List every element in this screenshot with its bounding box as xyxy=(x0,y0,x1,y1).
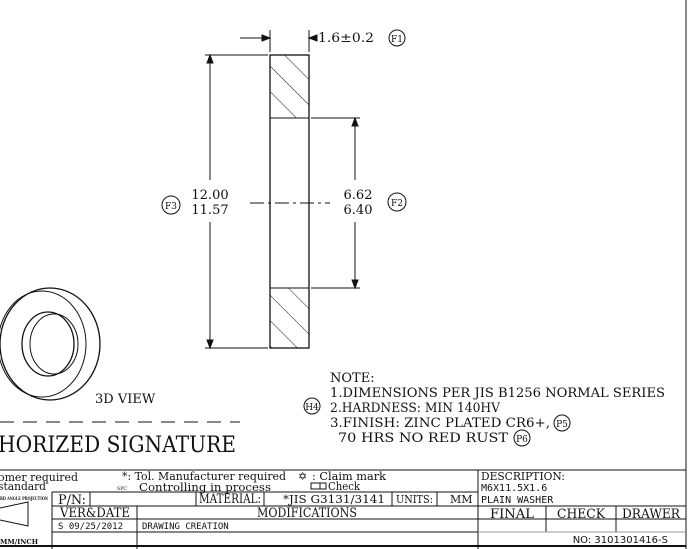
section-hatch-top xyxy=(269,54,310,119)
note-item: 2.HARDNESS: MIN 140HV xyxy=(330,401,501,416)
drawing-number: NO: 3101301416-S xyxy=(573,535,668,546)
note-item: 70 HRS NO RED RUST xyxy=(338,431,508,446)
od-dimension-max: 12.00 xyxy=(191,188,228,203)
section-hatch-bottom xyxy=(269,287,310,349)
legend-text: standard xyxy=(0,480,46,493)
material-value: *JIS G3131/3141 xyxy=(283,493,385,506)
id-dimension-max: 6.62 xyxy=(344,188,373,203)
balloon-h4: H4 xyxy=(305,403,319,413)
legend-text: omer required xyxy=(0,471,78,484)
description-label: DESCRIPTION: xyxy=(481,470,565,483)
legend-text: : Claim mark xyxy=(312,470,386,483)
legend-text: Check xyxy=(328,480,360,493)
balloon-p6: P6 xyxy=(516,435,528,445)
units-note: MM/INCH xyxy=(0,539,38,546)
legend-text: Controlling in process xyxy=(139,481,271,494)
spc-icon: SPC xyxy=(117,486,127,492)
units-value: MM xyxy=(450,493,473,506)
legend-text: *: Tol. Manufacturer required xyxy=(122,470,286,483)
drawer-label: DRAWER xyxy=(622,507,681,522)
revision-modification: DRAWING CREATION xyxy=(142,522,229,532)
ver-date-header: VER&DATE xyxy=(59,506,130,521)
projection-label: RD ANGLE PROJECTION xyxy=(0,496,48,502)
balloon-f1: F1 xyxy=(391,35,403,45)
pn-label: P/N: xyxy=(58,493,86,508)
balloon-f3: F3 xyxy=(165,202,177,212)
view-label: 3D VIEW xyxy=(95,392,156,407)
washer-3d-view xyxy=(0,287,101,401)
balloon-f2: F2 xyxy=(391,199,403,209)
modifications-header: MODIFICATIONS xyxy=(257,506,357,521)
note-title: NOTE: xyxy=(330,371,375,386)
thickness-dimension: 1.6±0.2 xyxy=(318,31,374,46)
star-icon: ✡ xyxy=(298,470,307,483)
description-line: M6X11.5X1.6 xyxy=(481,483,547,494)
id-dimension-min: 6.40 xyxy=(344,203,373,218)
material-label: MATERIAL: xyxy=(199,492,261,507)
note-item: 3.FINISH: ZINC PLATED CR6+, xyxy=(330,416,550,431)
check-label: CHECK xyxy=(557,507,605,522)
title-block-grid xyxy=(0,469,686,549)
od-dimension-min: 11.57 xyxy=(191,203,228,218)
units-label: UNITS: xyxy=(396,493,433,506)
note-item: 1.DIMENSIONS PER JIS B1256 NORMAL SERIES xyxy=(330,386,665,401)
signature-label: HORIZED SIGNATURE xyxy=(0,433,236,458)
revision-date: S 09/25/2012 xyxy=(58,522,123,532)
balloon-p5: P5 xyxy=(556,420,568,430)
washer-section xyxy=(269,54,310,349)
final-label: FINAL xyxy=(490,507,534,522)
description-line: PLAIN WASHER xyxy=(481,495,554,506)
